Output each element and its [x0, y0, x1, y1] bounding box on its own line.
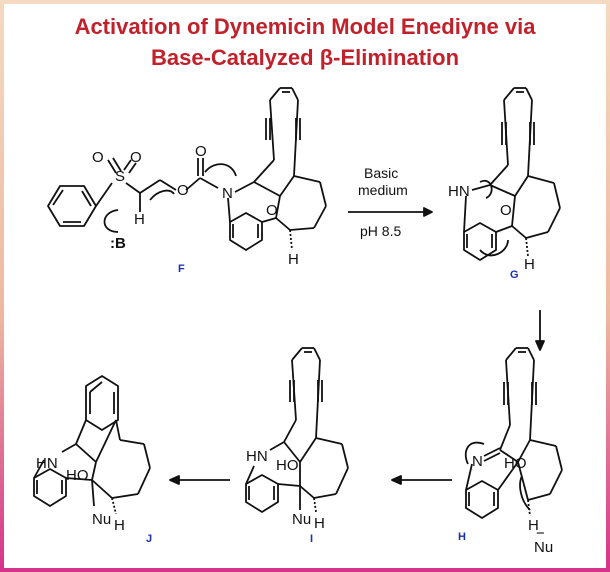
atom-Nu-J: Nu: [92, 511, 111, 528]
atom-H-G: H: [524, 256, 535, 273]
atom-O5-F: O: [266, 202, 278, 219]
atom-HO-J: HO: [66, 467, 89, 484]
atom-HN-I: HN: [246, 448, 268, 465]
atom-Nu-I: Nu: [292, 511, 311, 528]
minus-charge-H: −: [536, 525, 545, 542]
benzo-ring: [229, 212, 263, 251]
atom-N-F: N: [222, 185, 233, 202]
title-line-2: Base-Catalyzed β-Elimination: [150, 45, 460, 70]
atom-O3-F: O: [177, 182, 189, 199]
condition-line-2: medium: [358, 182, 408, 198]
atom-O1-F: O: [92, 149, 104, 166]
benzo-ring-G: [463, 222, 497, 261]
compound-label-I: I: [310, 533, 313, 545]
phenyl-ring: [47, 185, 97, 227]
compound-G: [463, 87, 561, 261]
curved-arrow-G1: [479, 179, 493, 199]
curved-arrow-2: [204, 163, 237, 177]
benzo-ring-J: [33, 468, 67, 507]
atom-H1-F: H: [134, 211, 145, 228]
atom-H2-F: H: [288, 251, 299, 268]
atom-Nu-H: Nu: [534, 539, 553, 556]
compound-J: [33, 375, 151, 515]
atom-O2-F: O: [130, 149, 142, 166]
title-line-1: Activation of Dynemicin Model Enediyne v…: [74, 14, 536, 39]
benzo-ring-H: [465, 480, 499, 519]
compound-label-H: H: [458, 531, 466, 543]
curved-arrow-base: [103, 209, 119, 233]
condition-line-1: Basic: [364, 165, 398, 181]
compound-label-G: G: [510, 269, 519, 281]
curved-arrow-H1: [464, 441, 485, 465]
compound-label-F: F: [178, 263, 185, 275]
atom-HO-H: HO: [504, 455, 527, 472]
curved-arrow-1: [149, 189, 175, 201]
atom-S-F: S: [115, 168, 125, 185]
compound-H: [464, 347, 563, 519]
compound-label-J: J: [146, 533, 152, 545]
atom-HO-I: HO: [276, 457, 299, 474]
atom-HN-J: HN: [36, 455, 58, 472]
curved-arrow-H2: [519, 475, 531, 511]
atom-H-J: H: [114, 517, 125, 534]
new-benzene-ring: [85, 375, 119, 431]
atom-H-I: H: [314, 515, 325, 532]
compound-I: [245, 347, 349, 513]
benzo-ring-I: [245, 474, 279, 513]
base-label: :B: [110, 235, 126, 252]
atom-HN-G: HN: [448, 183, 470, 200]
atom-H-H: H: [528, 517, 539, 534]
compound-F: [47, 87, 327, 251]
atom-N-H: N: [472, 453, 483, 470]
atom-O-G: O: [500, 202, 512, 219]
atom-O4-F: O: [195, 143, 207, 160]
condition-ph: pH 8.5: [360, 223, 401, 239]
curved-arrow-G2: [479, 239, 509, 257]
